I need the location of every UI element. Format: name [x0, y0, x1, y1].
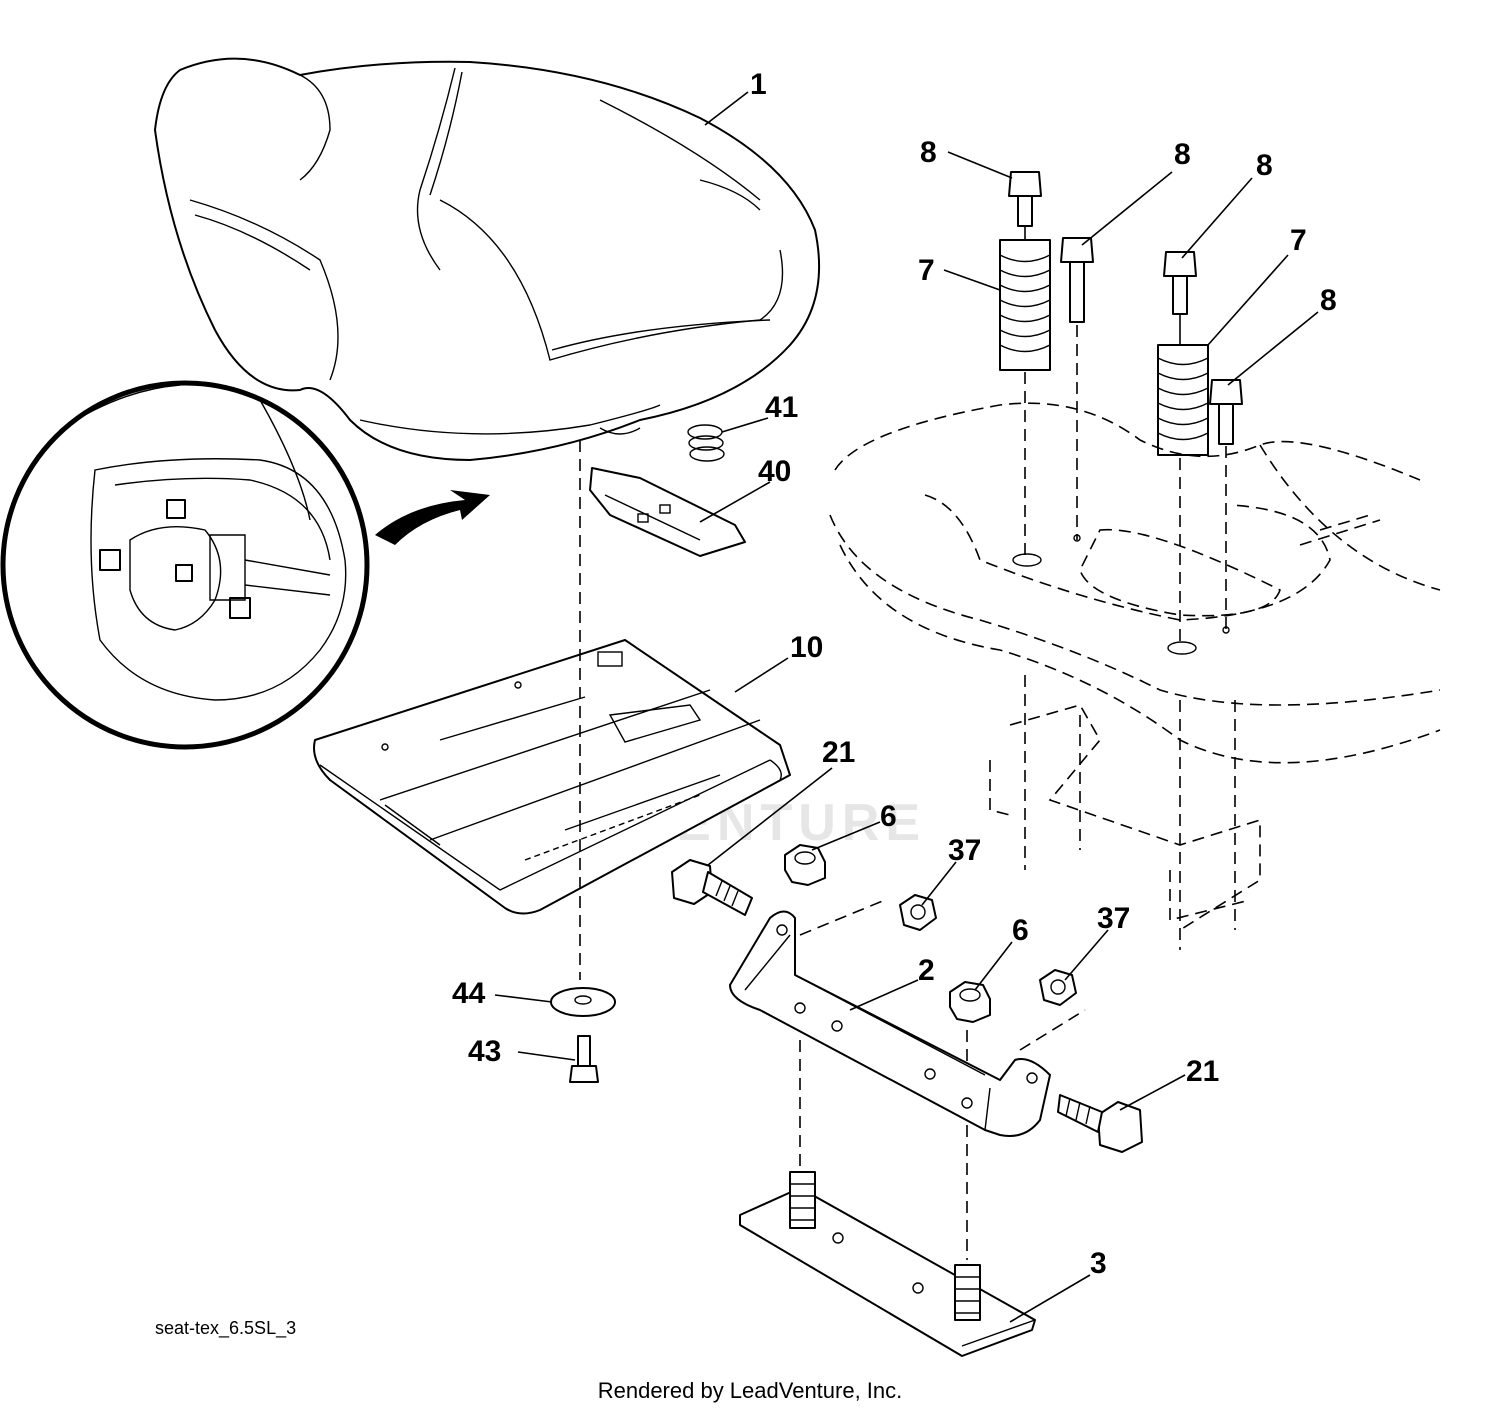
callout-8-a: 8 — [920, 136, 937, 169]
bracket-part-2 — [729, 910, 1051, 1137]
base-plate-part-3 — [739, 1171, 1036, 1357]
spring-part-7-right — [1157, 344, 1209, 456]
callout-8-d: 8 — [1320, 284, 1337, 317]
alignment-lines — [579, 226, 1227, 1260]
bolt-part-43 — [569, 1035, 599, 1083]
bolt-part-8-c — [1163, 251, 1197, 315]
callout-10: 10 — [790, 631, 823, 664]
detail-view-circle — [0, 380, 490, 750]
callout-labels: 1 8 8 8 8 7 7 41 40 10 21 6 37 6 37 2 44… — [452, 68, 1337, 1280]
callout-7-a: 7 — [918, 254, 935, 287]
nut-part-37-a — [899, 894, 937, 931]
callout-6-b: 6 — [1012, 914, 1029, 947]
bolt-part-8-b — [1060, 237, 1094, 323]
bolt-part-21-a — [671, 859, 753, 916]
figure-id: seat-tex_6.5SL_3 — [155, 1318, 296, 1339]
callout-37-a: 37 — [948, 834, 981, 867]
callout-21-a: 21 — [822, 736, 855, 769]
nut-part-6-b — [949, 981, 991, 1023]
callout-44: 44 — [452, 977, 486, 1010]
callout-8-c: 8 — [1256, 149, 1273, 182]
washer-part-44 — [550, 987, 616, 1017]
nut-part-6-a — [784, 844, 826, 886]
callout-1: 1 — [750, 68, 767, 101]
bolt-part-8-a — [1008, 171, 1042, 227]
callout-leaders — [494, 91, 1319, 1323]
mower-frame-phantom — [829, 402, 1441, 950]
callout-43: 43 — [468, 1035, 501, 1068]
callout-2: 2 — [918, 954, 935, 987]
callout-41: 41 — [765, 391, 798, 424]
callout-8-b: 8 — [1174, 138, 1191, 171]
callout-7-b: 7 — [1290, 224, 1307, 257]
bracket-part-40 — [589, 467, 746, 557]
callout-3: 3 — [1090, 1247, 1107, 1280]
spring-part-7-left — [999, 239, 1051, 371]
callout-40: 40 — [758, 455, 791, 488]
bolt-part-21-b — [1057, 1094, 1143, 1153]
seat-pan-part-10 — [313, 639, 791, 915]
callout-6-a: 6 — [880, 800, 897, 833]
nut-part-37-b — [1039, 969, 1077, 1006]
seat-part-1 — [154, 57, 821, 461]
render-credit: Rendered by LeadVenture, Inc. — [598, 1378, 903, 1403]
callout-37-b: 37 — [1097, 902, 1130, 935]
bolt-part-8-d — [1209, 379, 1243, 445]
spring-part-41 — [687, 424, 725, 462]
callout-21-b: 21 — [1186, 1055, 1219, 1088]
